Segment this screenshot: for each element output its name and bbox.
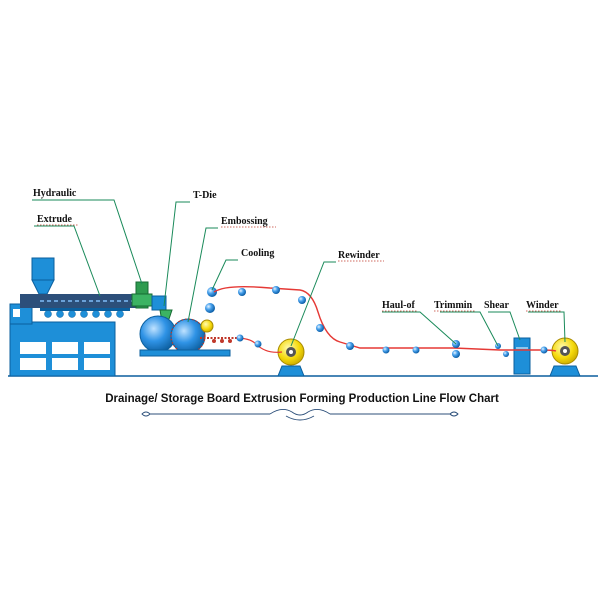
label-shear: Shear	[484, 300, 510, 311]
cooling-rollers	[205, 287, 217, 313]
embossing-rollers	[139, 315, 231, 357]
hydraulic-screen-changer	[131, 281, 153, 309]
hopper	[31, 257, 55, 281]
shear-unit	[513, 337, 531, 375]
label-winder: Winder	[526, 300, 559, 311]
label-hydraulic: Hydraulic	[33, 188, 77, 199]
label-haul-off: Haul-of	[382, 300, 415, 311]
label-embossing: Embossing	[221, 216, 268, 227]
leader-lines	[32, 199, 566, 347]
label-trimming: Trimmin	[434, 300, 473, 311]
label-extrude: Extrude	[37, 214, 73, 225]
guide-rollers	[236, 286, 548, 358]
rewinder-reel	[277, 338, 305, 377]
diagram-caption: Drainage/ Storage Board Extrusion Formin…	[105, 393, 499, 405]
winder-reel	[549, 337, 581, 377]
caption-flourish	[141, 409, 459, 421]
t-die	[151, 295, 173, 323]
label-t-die: T-Die	[193, 190, 217, 201]
label-cooling: Cooling	[241, 248, 274, 259]
cooling-conveyor	[200, 337, 240, 343]
sheet-path	[213, 285, 557, 352]
extruder-machine	[9, 257, 138, 377]
label-rewinder: Rewinder	[338, 250, 380, 261]
